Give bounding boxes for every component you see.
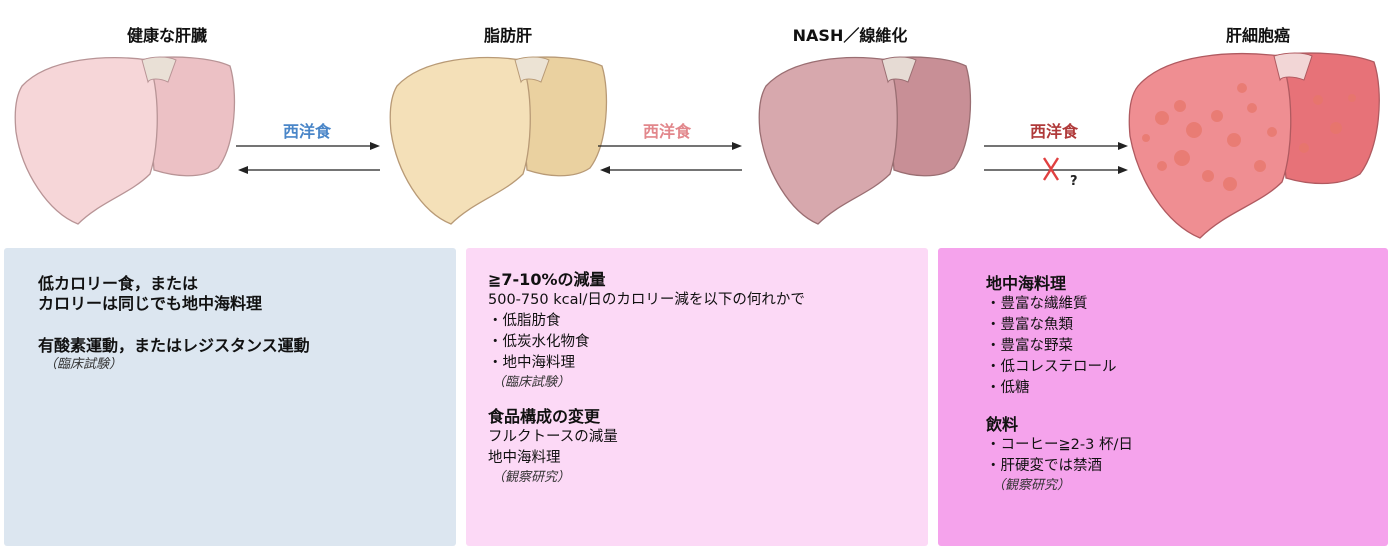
- panel2-item: ・地中海料理: [488, 353, 805, 374]
- stage-title-nash: NASH／線維化: [793, 22, 908, 46]
- panel2-note2: （観察研究）: [492, 469, 805, 486]
- panel3-item: ・低コレステロール: [986, 357, 1133, 378]
- panel2-item: ・低炭水化物食: [488, 332, 805, 353]
- hcc-liver-illustration: [1122, 48, 1386, 244]
- stage-title-fatty: 脂肪肝: [484, 22, 532, 46]
- panel2-heading-weight-loss: ≧7-10%の減量: [488, 270, 805, 290]
- panel2-composition-line: フルクトースの減量: [488, 427, 805, 448]
- double-arrow-1: [234, 138, 384, 182]
- panel3-heading-mediterranean: 地中海料理: [986, 274, 1133, 294]
- panel1-heading-exercise: 有酸素運動，またはレジスタンス運動: [38, 336, 310, 356]
- panel2-heading-composition: 食品構成の変更: [488, 407, 805, 427]
- panel-hcc-interventions: 地中海料理 ・豊富な繊維質 ・豊富な魚類 ・豊富な野菜 ・低コレステロール ・低…: [938, 248, 1388, 546]
- nash-liver-illustration: [752, 52, 974, 230]
- stage-title-healthy: 健康な肝臓: [127, 22, 207, 46]
- blocked-arrow-3: [982, 138, 1132, 182]
- panel3-item: ・豊富な魚類: [986, 315, 1133, 336]
- panel3-heading-beverages: 飲料: [986, 415, 1133, 435]
- panel1-heading-diet-line1: 低カロリー食，または: [38, 274, 310, 294]
- panel3-note: （観察研究）: [992, 477, 1133, 494]
- question-mark: ?: [1070, 174, 1078, 189]
- panel3-beverage-item: ・コーヒー≧2-3 杯/日: [986, 435, 1133, 456]
- panel-fatty-interventions: ≧7-10%の減量 500-750 kcal/日のカロリー減を以下の何れかで ・…: [466, 248, 928, 546]
- block-x-mark: [1044, 158, 1058, 180]
- panel-healthy-interventions: 低カロリー食，または カロリーは同じでも地中海料理 有酸素運動，またはレジスタン…: [4, 248, 456, 546]
- fatty-liver-illustration: [383, 52, 611, 230]
- panel2-item: ・低脂肪食: [488, 311, 805, 332]
- panel3-item: ・豊富な野菜: [986, 336, 1133, 357]
- panel3-beverage-item: ・肝硬変では禁酒: [986, 456, 1133, 477]
- panel2-note1: （臨床試験）: [492, 374, 805, 391]
- panel1-heading-diet-line2: カロリーは同じでも地中海料理: [38, 294, 310, 314]
- panel2-calorie-line: 500-750 kcal/日のカロリー減を以下の何れかで: [488, 290, 805, 311]
- double-arrow-2: [596, 138, 746, 182]
- stage-title-hcc: 肝細胞癌: [1226, 22, 1290, 46]
- healthy-liver-illustration: [8, 52, 240, 230]
- panel3-item: ・豊富な繊維質: [986, 294, 1133, 315]
- panel2-composition-line: 地中海料理: [488, 448, 805, 469]
- panel3-item: ・低糖: [986, 378, 1133, 399]
- panel1-note: （臨床試験）: [44, 356, 310, 373]
